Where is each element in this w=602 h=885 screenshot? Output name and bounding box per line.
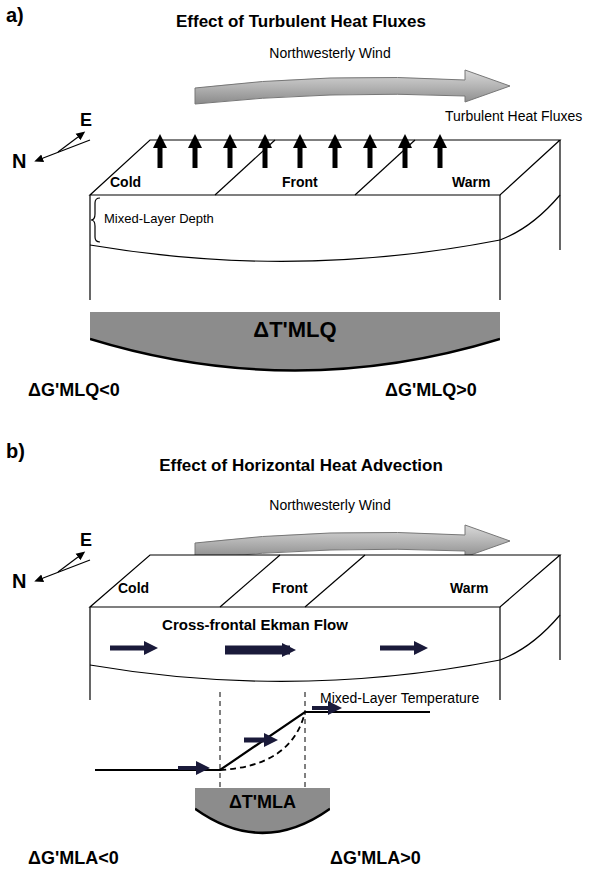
band-edge	[90, 339, 500, 371]
panel-letter: a)	[6, 4, 24, 27]
temperature-change-band: ΔT'MLA	[195, 788, 330, 834]
wind-label: Northwesterly Wind	[269, 45, 390, 61]
region-label: Cold	[118, 580, 149, 596]
tendency-label: ΔG'MLA>0	[330, 848, 421, 869]
wind-arrow	[195, 70, 510, 104]
ocean-block	[90, 555, 560, 700]
heat-flux-arrow	[438, 140, 443, 168]
heat-flux-arrow	[368, 140, 373, 168]
panel-a-art	[38, 70, 560, 300]
compass-letter: E	[80, 110, 92, 131]
temperature-profile	[95, 712, 430, 770]
wind-arrow	[195, 525, 510, 559]
band-label: ΔT'MLQ	[90, 312, 500, 343]
region-label: Warm	[452, 174, 490, 190]
compass-letter: E	[80, 530, 92, 551]
heat-flux-arrow	[158, 140, 163, 168]
region-label: Cold	[110, 174, 141, 190]
region-label: Warm	[450, 580, 488, 596]
temperature-label: Mixed-Layer Temperature	[320, 690, 479, 706]
panel-title: Effect of Turbulent Heat Fluxes	[176, 12, 426, 32]
front-guides	[220, 692, 305, 788]
band-fill	[90, 312, 500, 371]
tendency-label: ΔG'MLQ>0	[385, 380, 477, 401]
heat-flux-arrow	[333, 140, 338, 168]
heat-flux-arrow	[263, 140, 268, 168]
flow-label: Cross-frontal Ekman Flow	[162, 616, 348, 633]
wind-label: Northwesterly Wind	[269, 497, 390, 513]
heat-flux-arrow	[193, 140, 198, 168]
ocean-block	[90, 140, 560, 300]
tendency-label: ΔG'MLQ<0	[28, 380, 120, 401]
band-fill	[195, 788, 330, 833]
region-label: Front	[282, 174, 318, 190]
compass	[38, 134, 90, 160]
panel-title: Effect of Horizontal Heat Advection	[159, 456, 443, 476]
heat-flux-arrow	[298, 140, 303, 168]
compass	[38, 554, 90, 580]
heat-flux-arrow	[403, 140, 408, 168]
panel-b-art	[38, 525, 560, 788]
temperature-change-band: ΔT'MLQ	[90, 312, 500, 372]
heat-flux-arrows	[160, 140, 440, 168]
panel-letter: b)	[6, 440, 25, 463]
heat-flux-arrow	[228, 140, 233, 168]
region-label: Front	[272, 580, 308, 596]
depth-label: Mixed-Layer Depth	[104, 212, 214, 227]
tendency-label: ΔG'MLA<0	[28, 848, 119, 869]
band-edge	[195, 809, 330, 833]
compass-letter: N	[12, 150, 26, 173]
ekman-arrows	[110, 648, 422, 650]
flux-label: Turbulent Heat Fluxes	[445, 108, 582, 124]
band-label: ΔT'MLA	[195, 788, 330, 813]
compass-letter: N	[12, 570, 26, 593]
advection-arrows	[178, 708, 336, 768]
